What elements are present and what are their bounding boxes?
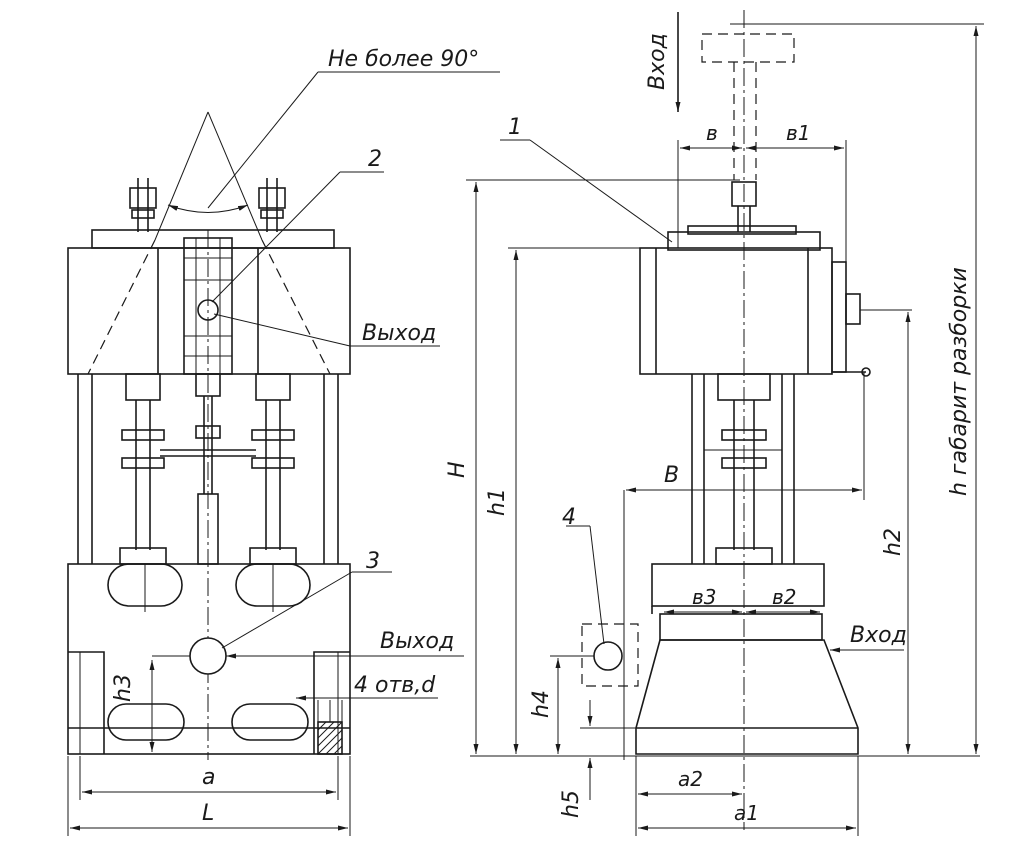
inlet-side-label: Вход <box>850 623 907 648</box>
dim-h4: h4 <box>529 690 554 718</box>
front-top-plate <box>91 229 335 249</box>
side-view <box>466 10 984 836</box>
callout-1: 1 <box>508 115 522 140</box>
dim-h-overall: h габарит разборки <box>947 267 972 496</box>
dim-a: a <box>202 765 215 790</box>
angle-cone <box>87 111 331 375</box>
inlet-circle-4 <box>593 641 623 671</box>
dim-B: B <box>664 463 679 488</box>
dim-b2: в2 <box>772 585 797 609</box>
dim-a2: a2 <box>678 767 703 791</box>
side-base <box>635 639 859 755</box>
dim-b3: в3 <box>692 585 717 609</box>
dim-h5: h5 <box>559 790 584 818</box>
front-right-spindle <box>249 373 297 565</box>
front-left-stud <box>129 178 157 232</box>
front-base <box>67 563 351 755</box>
dim-b: в <box>706 121 718 145</box>
inlet-top-label: Вход <box>645 33 670 90</box>
front-left-slot <box>107 703 185 741</box>
dim-h3: h3 <box>111 674 136 702</box>
dim-h2: h2 <box>881 528 906 556</box>
dim-a1: a1 <box>734 801 759 825</box>
holes-label: 4 отв,d <box>354 673 436 698</box>
labels: Не более 90° 2 Выход 3 Выход 4 отв,d h3 … <box>111 33 972 826</box>
handwheel-dashed <box>701 33 795 63</box>
callout-2: 2 <box>368 147 382 172</box>
side-upper-housing <box>639 247 833 375</box>
callout-4: 4 <box>562 505 576 530</box>
angle-note: Не более 90° <box>328 47 479 72</box>
inlet-circle-3 <box>189 637 227 675</box>
front-left-spindle <box>119 373 167 565</box>
inlet-4-dashed <box>581 623 639 687</box>
front-right-stud <box>258 178 286 232</box>
front-view <box>67 71 500 836</box>
outlet-top-label: Выход <box>362 321 436 346</box>
outlet-side-label: Выход <box>380 629 454 654</box>
dim-b1: в1 <box>786 121 811 145</box>
dim-H: H <box>445 461 470 478</box>
front-right-slot <box>231 703 309 741</box>
callout-3: 3 <box>366 549 380 574</box>
dim-h1: h1 <box>485 488 510 516</box>
dim-L: L <box>202 801 214 826</box>
